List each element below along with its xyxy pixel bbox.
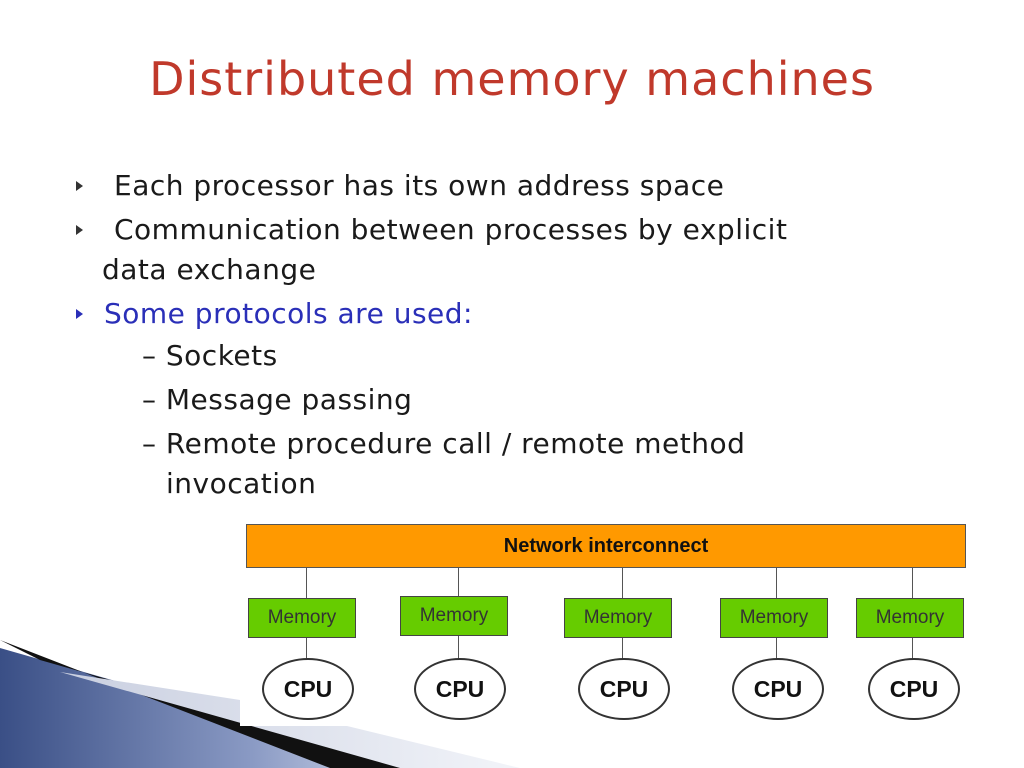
- bullet-text: Each processor has its own address space: [114, 169, 725, 202]
- bullet-continuation: data exchange: [102, 253, 317, 286]
- connector-line: [622, 568, 623, 598]
- cpu-node: CPU: [262, 658, 354, 720]
- sub-item-continuation: invocation: [166, 467, 317, 500]
- sub-item: – Sockets: [142, 339, 278, 372]
- bullet-arrow-icon: [76, 181, 83, 191]
- connector-line: [458, 568, 459, 598]
- bullet-list: Each processor has its own address space…: [76, 169, 788, 500]
- network-interconnect-box: Network interconnect: [246, 524, 966, 568]
- cpu-node: CPU: [868, 658, 960, 720]
- memory-box: Memory: [248, 598, 356, 638]
- connector-line: [912, 568, 913, 598]
- connector-line: [306, 568, 307, 598]
- slide-title: Distributed memory machines: [149, 52, 875, 106]
- cpu-node: CPU: [414, 658, 506, 720]
- bullet-text: Some protocols are used:: [104, 297, 473, 330]
- bullet-arrow-icon: [76, 225, 83, 235]
- memory-box: Memory: [720, 598, 828, 638]
- memory-box: Memory: [400, 596, 508, 636]
- connector-line: [458, 636, 459, 660]
- connector-line: [306, 638, 307, 660]
- bullet-arrow-icon: [76, 309, 83, 319]
- memory-box: Memory: [564, 598, 672, 638]
- sub-item: – Message passing: [142, 383, 413, 416]
- memory-box: Memory: [856, 598, 964, 638]
- sub-item: – Remote procedure call / remote method: [142, 427, 746, 460]
- cpu-node: CPU: [732, 658, 824, 720]
- distributed-memory-diagram: Network interconnect Memory CPU Memory C…: [240, 520, 980, 726]
- bullet-text: Communication between processes by expli…: [114, 213, 788, 246]
- connector-line: [622, 638, 623, 660]
- connector-line: [776, 638, 777, 660]
- connector-line: [912, 638, 913, 660]
- connector-line: [776, 568, 777, 598]
- cpu-node: CPU: [578, 658, 670, 720]
